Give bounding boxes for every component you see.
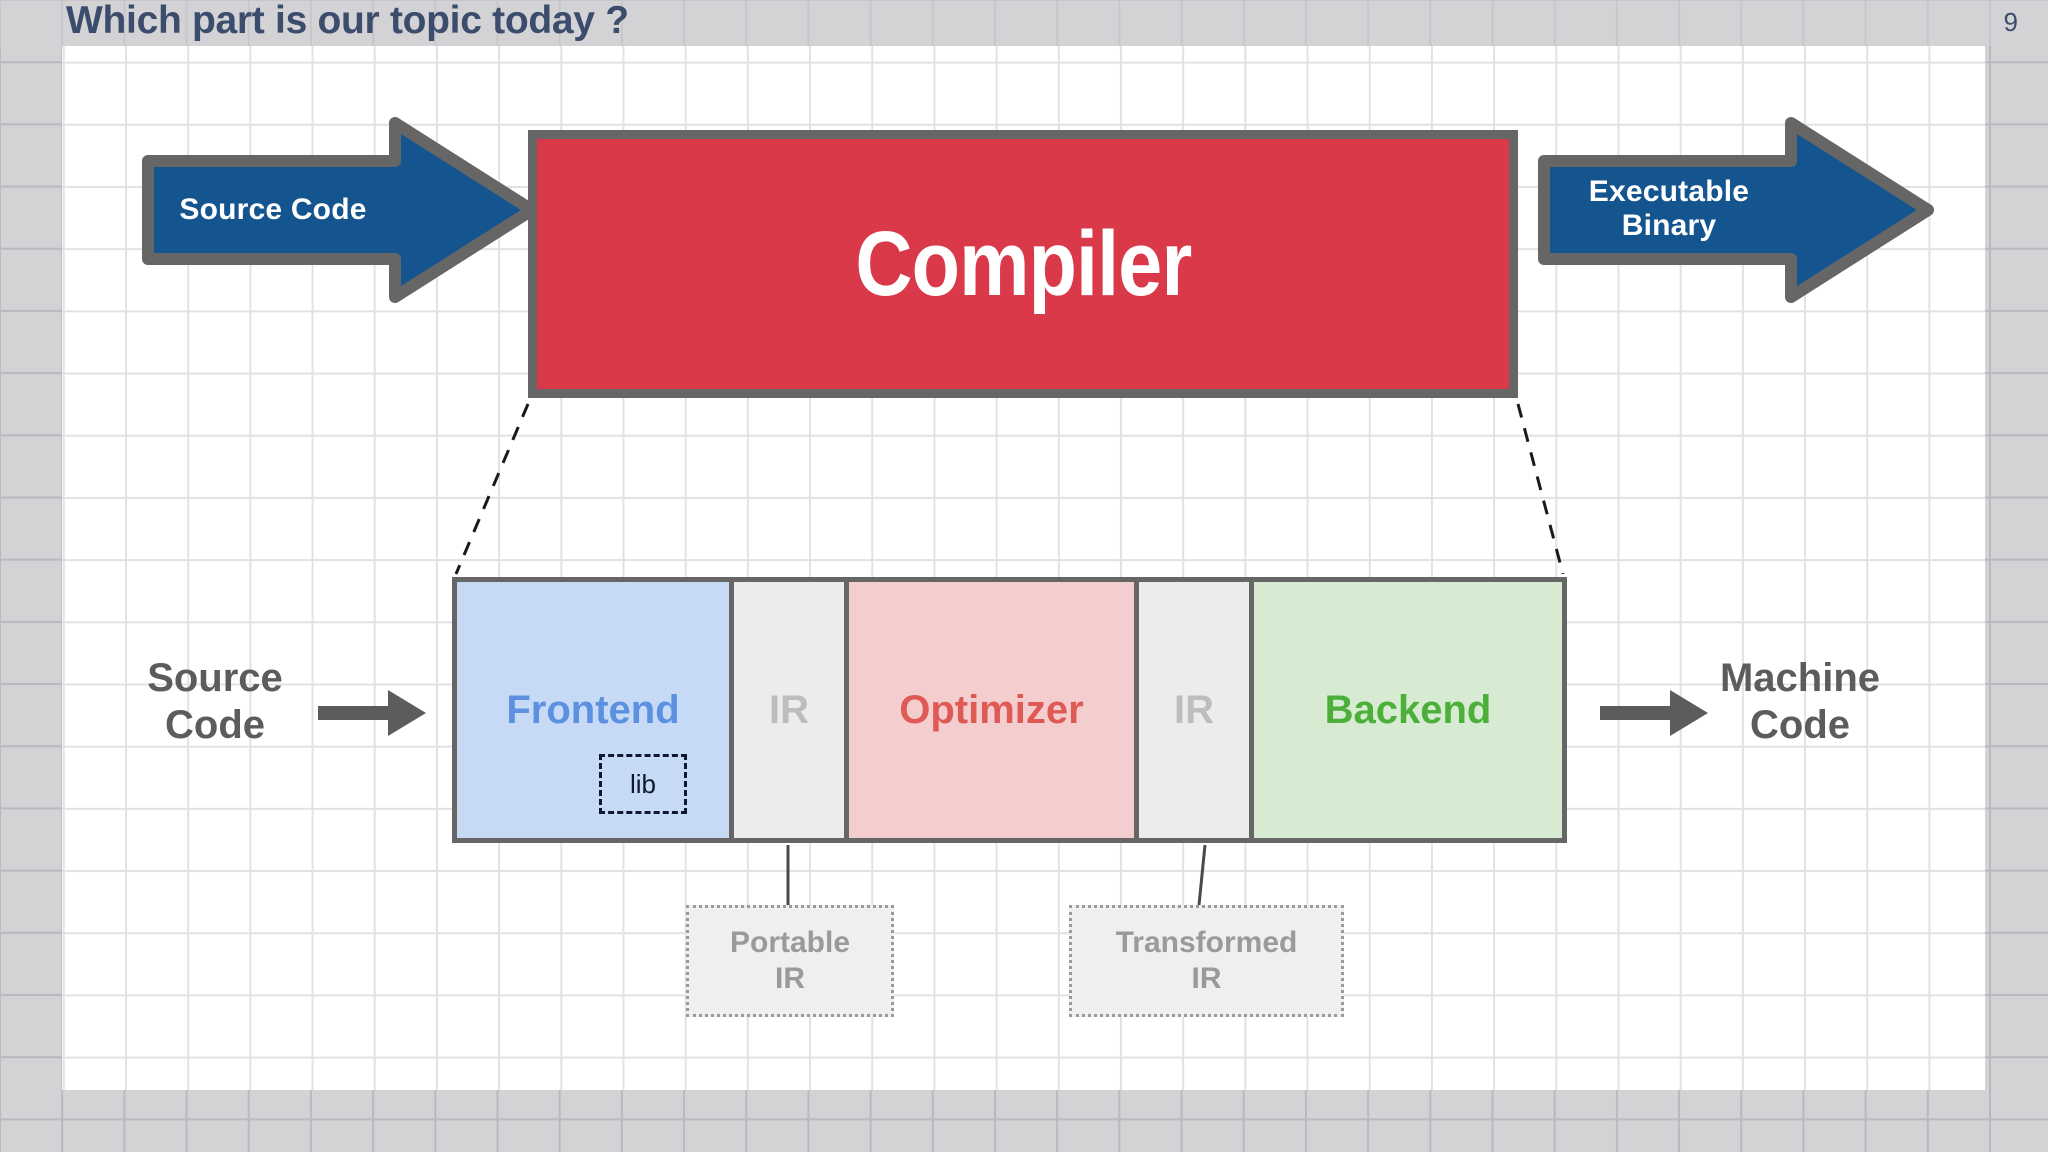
pipeline-input-label: Source Code <box>147 656 283 748</box>
pipeline-stage-frontend-label: Frontend <box>506 687 680 732</box>
compiler-box: Compiler <box>528 130 1518 398</box>
pipeline-stage-backend-label: Backend <box>1324 687 1492 732</box>
callout-transformed-ir: Transformed IR <box>1069 905 1344 1017</box>
pipeline-stage-ir-1[interactable]: IR <box>734 582 849 838</box>
lib-badge: lib <box>599 754 687 814</box>
source-code-arrow-shape: Source Code <box>140 115 540 305</box>
callout-portable-ir: Portable IR <box>686 905 894 1017</box>
executable-binary-arrow-label: Executable Binary <box>1588 175 1750 242</box>
pipeline-stage-backend[interactable]: Backend <box>1254 582 1562 838</box>
pipeline-stage-ir-2[interactable]: IR <box>1139 582 1254 838</box>
slide-number: 9 <box>2003 7 2018 37</box>
executable-binary-arrow-shape: Executable Binary <box>1536 115 1936 305</box>
source-code-arrow-label: Source Code <box>179 193 367 226</box>
pipeline-stage-optimizer[interactable]: Optimizer <box>849 582 1139 838</box>
pipeline-stage-ir-2-label: IR <box>1174 687 1214 732</box>
pipeline-output-arrow-icon <box>1600 686 1710 745</box>
slide-header-band <box>0 0 2048 46</box>
compiler-label: Compiler <box>854 212 1192 315</box>
pipeline-output-label: Machine Code <box>1719 656 1881 748</box>
pipeline-input-arrow-icon <box>318 686 428 745</box>
compiler-pipeline: Frontend lib IR Optimizer IR Backend <box>452 577 1567 843</box>
pipeline-stage-frontend[interactable]: Frontend lib <box>457 582 734 838</box>
page-title: Which part is our topic today ? <box>66 0 629 42</box>
pipeline-stage-ir-1-label: IR <box>769 687 809 732</box>
pipeline-stage-optimizer-label: Optimizer <box>899 687 1084 732</box>
